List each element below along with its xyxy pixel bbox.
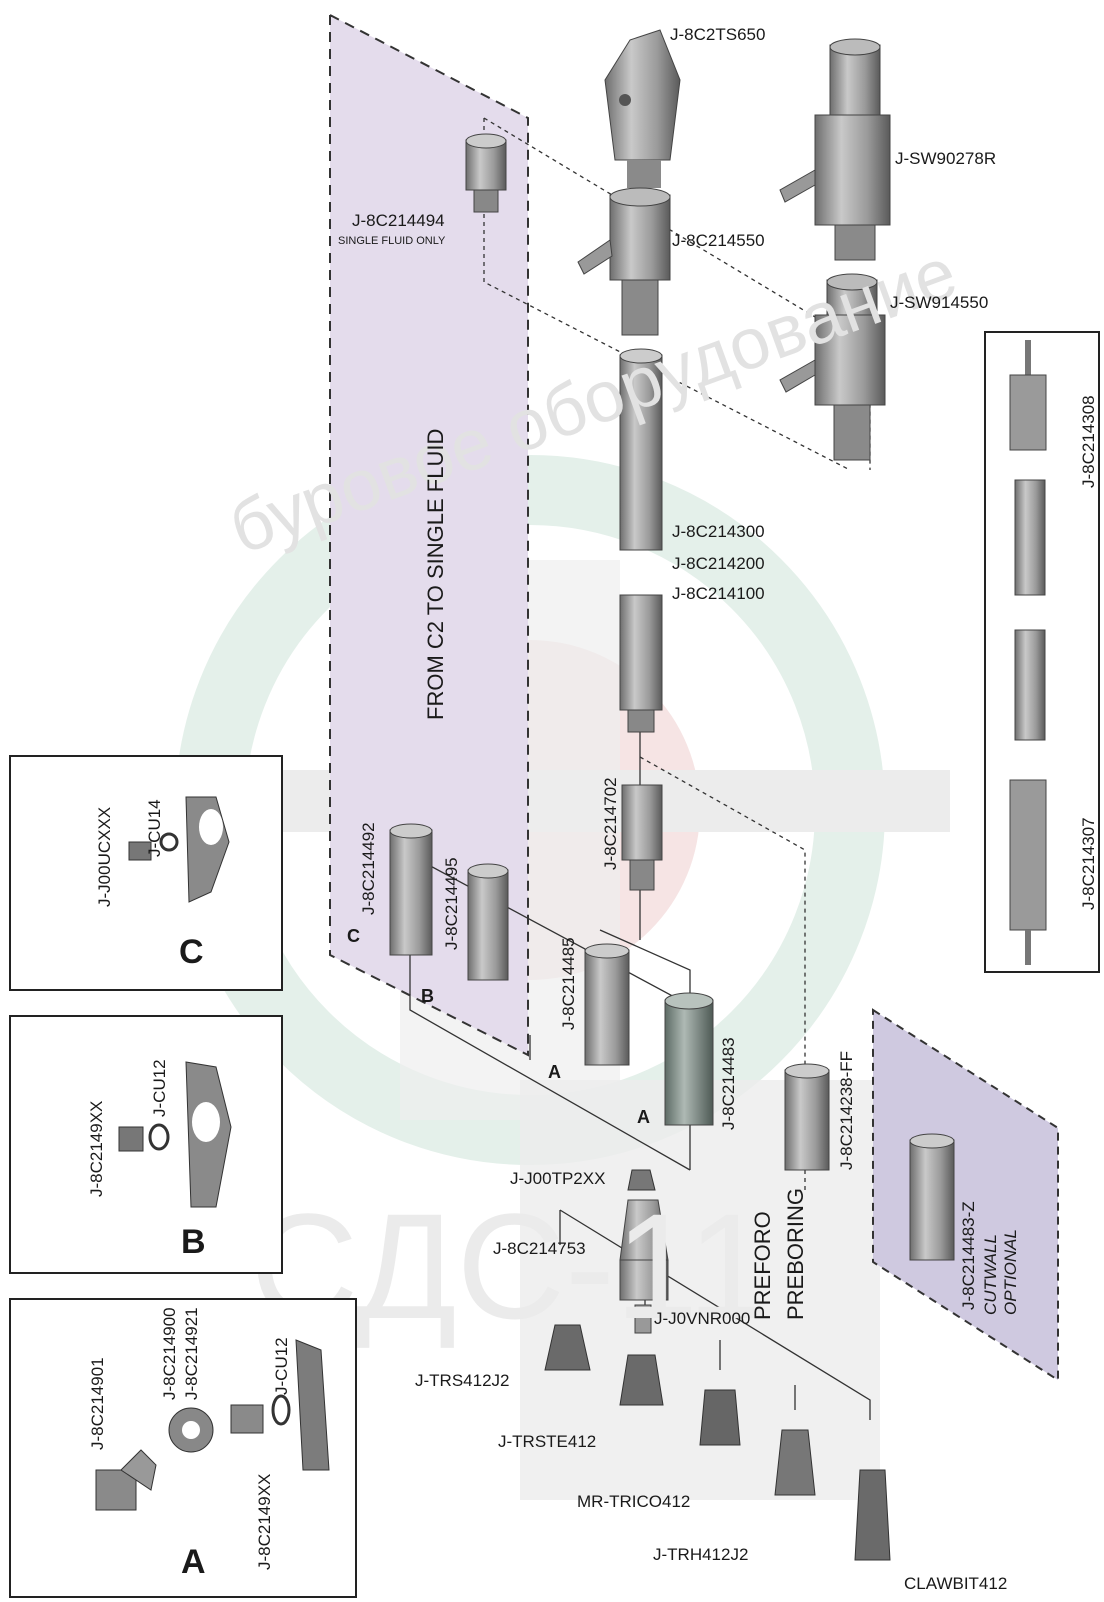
label-ts650: J-8C2TS650 xyxy=(670,25,766,44)
swivel-ts650 xyxy=(604,29,681,188)
inset-c-part-1: J-J00UCXXX xyxy=(95,806,114,907)
label-trste412: J-TRSTE412 xyxy=(498,1432,597,1451)
inset-a-part-5: J-CU12 xyxy=(272,1337,291,1395)
drill-rod-upper xyxy=(619,348,663,551)
label-sw90278r: J-SW90278R xyxy=(895,149,997,168)
label-214753: J-8C214753 xyxy=(493,1239,586,1258)
swivel-sw914550 xyxy=(779,273,886,461)
inset-a-part-2: J-8C214900 xyxy=(160,1307,179,1400)
label-214702: J-8C214702 xyxy=(601,777,620,870)
sub-214492 xyxy=(389,823,433,956)
inset-a-part-3: J-8C214921 xyxy=(182,1307,201,1400)
inset-b-part-2: J-CU12 xyxy=(150,1059,169,1117)
label-vnr000: J-J0VNR000 xyxy=(654,1309,751,1328)
label-214100: J-8C214100 xyxy=(672,584,765,603)
label-214494: J-8C214494 xyxy=(352,211,445,230)
inset-a-letter: A xyxy=(181,1543,206,1581)
inset-right-parts xyxy=(1009,340,1047,965)
label-214550: J-8C214550 xyxy=(672,231,765,250)
callout-c: C xyxy=(347,926,360,946)
preforo-label: PREFORO xyxy=(750,1211,775,1320)
label-trh412j2: J-TRH412J2 xyxy=(653,1545,749,1564)
sub-214483 xyxy=(664,992,714,1126)
valve-vnr000 xyxy=(634,1304,652,1334)
inset-c: J-J00UCXXX J-CU14 C xyxy=(9,755,283,991)
drill-rod-lower xyxy=(619,594,663,733)
optional-label: OPTIONAL xyxy=(1001,1229,1020,1315)
sub-214483z xyxy=(909,1133,955,1261)
swivel-214550 xyxy=(577,187,671,336)
bits xyxy=(544,1324,891,1561)
inset-a-part-4: J-8C2149XX xyxy=(255,1473,274,1570)
sub-214485 xyxy=(584,943,630,1066)
inset-c-part-2: J-CU14 xyxy=(145,799,164,857)
label-trico412: MR-TRICO412 xyxy=(577,1492,691,1511)
inset-b-part-1: J-8C2149XX xyxy=(87,1100,106,1197)
nozzle-tp2xx xyxy=(627,1169,656,1191)
label-214483z: J-8C214483-Z xyxy=(959,1201,978,1310)
label-214495: J-8C214495 xyxy=(442,857,461,950)
from-c2-label: FROM C2 TO SINGLE FLUID xyxy=(423,428,448,720)
label-trs412j2: J-TRS412J2 xyxy=(415,1371,510,1390)
label-sw914550: J-SW914550 xyxy=(890,293,989,312)
label-214300: J-8C214300 xyxy=(672,522,765,541)
inset-b-letter: B xyxy=(181,1223,206,1261)
label-214492: J-8C214492 xyxy=(359,822,378,915)
label-214483: J-8C214483 xyxy=(719,1037,738,1130)
from-c2-region xyxy=(329,13,529,1057)
label-214308: J-8C214308 xyxy=(1079,395,1098,488)
swivel-sw90278r xyxy=(779,38,891,261)
inset-b: J-8C2149XX J-CU12 B xyxy=(9,1015,283,1274)
cutwall-label: CUTWALL xyxy=(981,1234,1000,1315)
adapter-214494 xyxy=(465,133,507,213)
cutwall-optional-panel xyxy=(872,1008,1059,1382)
label-214485: J-8C214485 xyxy=(559,937,578,1030)
inset-c-graphic xyxy=(128,796,230,903)
adapter-214753 xyxy=(619,1199,669,1301)
label-214238ff: J-8C214238-FF xyxy=(837,1050,856,1170)
label-214200: J-8C214200 xyxy=(672,554,765,573)
callout-b: B xyxy=(421,986,434,1006)
inset-a-graphic xyxy=(95,1339,330,1511)
inset-c-letter: C xyxy=(179,933,204,971)
inset-b-graphic xyxy=(118,1061,232,1208)
label-clawbit412: CLAWBIT412 xyxy=(904,1574,1008,1593)
label-tp2xx: J-J00TP2XX xyxy=(510,1169,606,1188)
sub-214495 xyxy=(467,863,509,981)
preboring-label: PREBORING xyxy=(783,1187,808,1320)
label-single-fluid-only: SINGLE FLUID ONLY xyxy=(338,235,446,247)
rod-214702 xyxy=(621,784,663,891)
callout-a-1: A xyxy=(548,1062,561,1082)
sub-214238ff xyxy=(784,1063,830,1171)
inset-a: J-8C214901 J-8C214900 J-8C214921 J-8C214… xyxy=(9,1298,357,1598)
callout-a-2: A xyxy=(637,1107,650,1127)
label-214307: J-8C214307 xyxy=(1079,817,1098,910)
inset-a-part-1: J-8C214901 xyxy=(88,1357,107,1450)
